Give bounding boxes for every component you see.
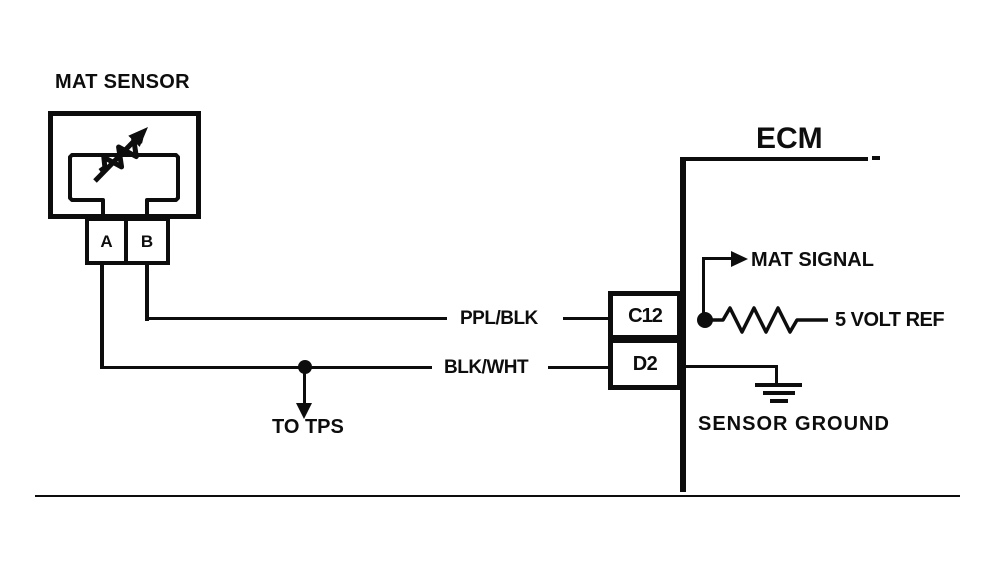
bottom-rule [35,495,960,497]
wire-ppl-blk-segment-right [563,317,610,320]
pin-a-label: A [100,231,113,251]
ecm-top-line [680,157,868,161]
to-tps-label: TO TPS [272,416,344,438]
wire-pin-a-vertical [100,263,104,369]
sensor-pin-b: B [124,217,170,265]
junction-dot-c12 [697,312,713,328]
sensor-pin-a: A [85,217,128,265]
terminal-d2-label: D2 [632,353,658,375]
wire-ppl-blk-label: PPL/BLK [460,308,538,329]
ecm-boundary-line [680,157,686,492]
mat-signal-label: MAT SIGNAL [751,249,874,271]
sensor-ground-label: SENSOR GROUND [698,413,890,435]
mat-signal-stub-vertical [702,257,705,319]
mat-signal-arrowhead-icon [731,251,748,267]
d2-ground-wire-vertical [775,365,778,385]
pin-b-label: B [140,231,154,251]
mat-sensor-label: MAT SENSOR [55,71,190,93]
wire-blk-wht-label: BLK/WHT [444,357,529,378]
ecm-label: ECM [756,122,823,155]
resistor-icon [710,306,828,334]
thermistor-icon [93,127,148,183]
wire-pin-b-vertical [145,263,149,321]
wire-ppl-blk-segment-left [145,317,447,320]
mat-sensor-symbol [48,111,201,219]
sensor-inner-outline [68,153,180,218]
to-tps-arrow-line [303,367,306,403]
wire-blk-wht-segment-right [548,366,610,369]
ecm-top-line-tick [872,156,880,160]
d2-ground-wire-horizontal [684,365,778,368]
terminal-c12-box: C12 [608,291,682,340]
terminal-c12-label: C12 [628,304,663,327]
terminal-d2-box: D2 [608,338,682,390]
to-tps-arrowhead-icon [296,403,312,419]
sensor-outer-box [48,111,201,219]
wire-blk-wht-segment-left [100,366,432,369]
mat-signal-stub-horizontal [703,257,731,260]
five-volt-ref-label: 5 VOLT REF [835,309,945,331]
